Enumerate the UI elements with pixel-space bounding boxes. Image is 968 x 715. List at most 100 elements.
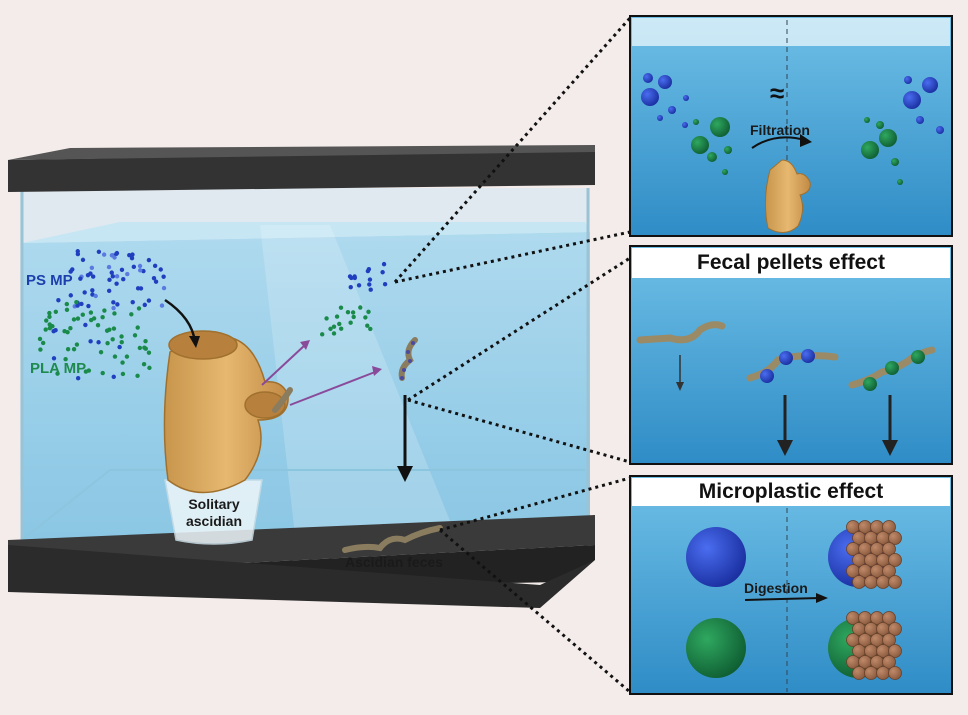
ps-bead [408, 359, 412, 363]
outflow-arrow-right [289, 371, 376, 406]
ps-particle [68, 269, 73, 274]
ps-particle [115, 302, 120, 307]
ps-particle [82, 290, 87, 295]
ps-particle [161, 285, 167, 291]
pla-particle [328, 326, 333, 332]
ps-particle [382, 281, 388, 287]
ps-particle [146, 298, 152, 303]
solitary-ascidian [163, 330, 289, 494]
digestive-particle [882, 542, 896, 556]
pla-particle [365, 323, 370, 328]
pla-particle [71, 347, 77, 352]
ps-bubble [683, 95, 689, 101]
tank-top-frame [8, 150, 595, 192]
pla-particle [98, 349, 104, 355]
pla-particle [68, 326, 73, 331]
pla-particle [135, 325, 140, 330]
pla-particle [71, 317, 77, 322]
pla-particle [63, 356, 68, 362]
pla-particle [53, 309, 59, 314]
pla-bubble [897, 179, 903, 185]
digestive-particle [888, 622, 902, 636]
ps-particle [356, 283, 362, 288]
ps-particle [130, 299, 135, 305]
ps-particle [112, 255, 117, 260]
pla-bubble [710, 117, 730, 137]
pla-particle [146, 350, 152, 355]
pla-mp-label: PLA MP [30, 360, 87, 377]
pla-particle [111, 374, 116, 380]
ps-particle [80, 257, 86, 263]
filtration-panel [629, 15, 953, 237]
ps-particle [79, 301, 84, 307]
microplastic-panel-title: Microplastic effect [698, 480, 884, 503]
ps-particle [125, 271, 130, 277]
ascidian-label-line2: ascidian [185, 513, 243, 529]
pla-particle [363, 315, 368, 320]
digestive-particle [852, 666, 866, 680]
pla-particle [47, 314, 52, 320]
pla-particle [110, 337, 115, 342]
pla-particle [107, 327, 112, 332]
ps-particle [135, 286, 141, 291]
pla-particle [74, 300, 79, 305]
tank-feces-pellet [398, 337, 418, 381]
connector-lines [393, 17, 632, 694]
pla-particle [38, 347, 43, 352]
pla-particle [334, 314, 340, 319]
pla-particle [47, 310, 52, 316]
pla-bubble [722, 169, 728, 175]
pla-particle [88, 317, 94, 323]
pla-particle [358, 305, 363, 310]
filtration-label: Filtration [750, 122, 810, 138]
pla-particle [137, 345, 143, 351]
digestive-particle [882, 633, 896, 647]
pla-particle [117, 344, 122, 350]
ps-particle [110, 274, 116, 279]
pla-particle [124, 354, 130, 359]
pla-particle [88, 339, 93, 344]
pla-bubble [876, 121, 884, 129]
ps-particle [106, 264, 112, 270]
pla-particle [338, 305, 344, 310]
digestive-particle [888, 575, 902, 589]
ps-particle [152, 263, 158, 269]
digestive-particle [882, 564, 896, 578]
ps-bubble [643, 73, 653, 83]
ps-particle [365, 268, 371, 274]
digestive-particle [864, 666, 878, 680]
digestive-particle [852, 575, 866, 589]
ps-particle [68, 293, 74, 298]
ps-particle [131, 264, 137, 270]
pla-particle [105, 341, 110, 346]
ps-particle [367, 282, 372, 287]
ps-bubble [936, 126, 944, 134]
pla-particle [44, 318, 49, 323]
pla-particle [112, 354, 118, 359]
approx-symbol: ≈ [770, 78, 785, 108]
pla-particle [75, 375, 81, 381]
ps-particle [137, 263, 143, 269]
pla-particle [119, 339, 124, 345]
digestive-particle [888, 644, 902, 658]
feces-label: Ascidian feces [345, 554, 444, 570]
pla-particle [51, 356, 57, 361]
pla-bubble [693, 119, 699, 125]
ps-bubble [641, 88, 659, 106]
ps-particle [75, 251, 81, 257]
ps-particle [159, 303, 165, 308]
ps-particle [114, 274, 120, 279]
ps-particle [93, 293, 98, 299]
pla-particle [350, 310, 356, 315]
digestive-particle [876, 575, 890, 589]
pla-particle [40, 340, 46, 346]
ps-bubble [658, 75, 672, 89]
pla-bubble [724, 146, 732, 154]
microplastic-cluster [319, 261, 388, 337]
tank-water [22, 232, 590, 540]
pla-particle [50, 324, 55, 329]
ps-particle [75, 303, 80, 308]
pla-particle [112, 311, 117, 316]
fecal-pellets-panel [629, 245, 953, 465]
pla-particle [338, 326, 344, 331]
